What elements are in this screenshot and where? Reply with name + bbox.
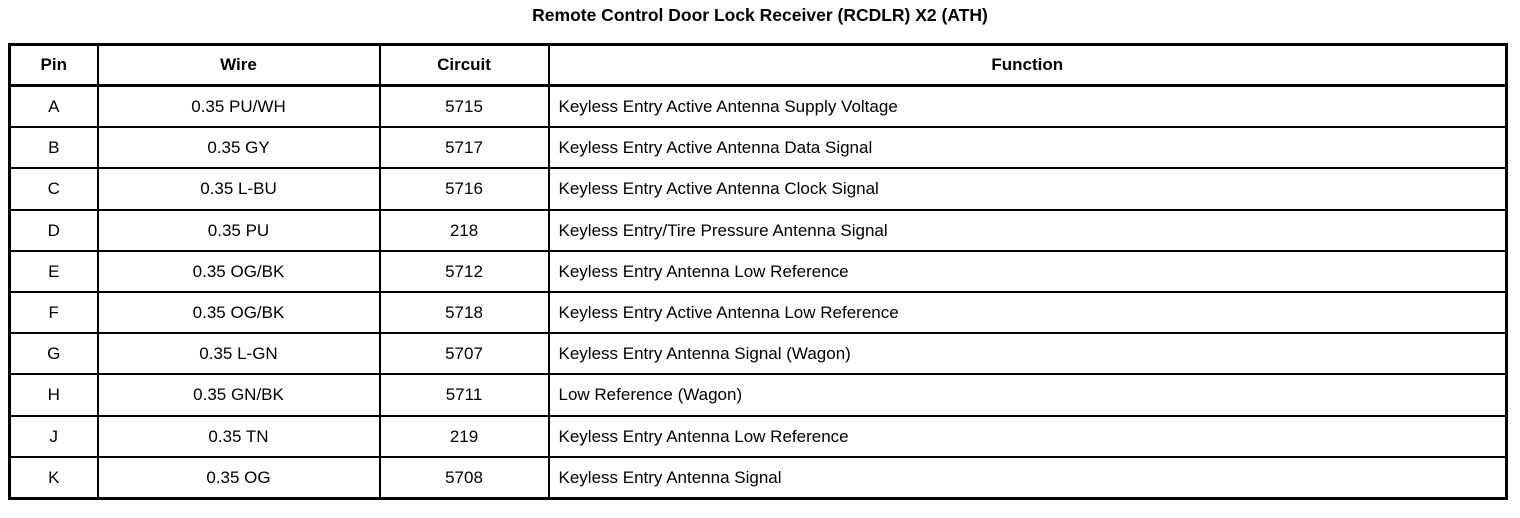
cell-pin: G: [9, 332, 99, 376]
cell-wire: 0.35 GN/BK: [96, 373, 381, 417]
cell-wire: 0.35 L-GN: [96, 332, 381, 376]
column-header-function: Function: [547, 43, 1507, 87]
pinout-table-container: Pin Wire Circuit Function A 0.35 PU/WH 5…: [8, 43, 1508, 501]
table-body: A 0.35 PU/WH 5715 Keyless Entry Active A…: [9, 85, 1507, 499]
cell-wire: 0.35 PU/WH: [96, 85, 381, 129]
cell-function: Keyless Entry Active Antenna Low Referen…: [547, 291, 1507, 335]
table-row: K 0.35 OG 5708 Keyless Entry Antenna Sig…: [9, 455, 1507, 499]
cell-function: Low Reference (Wagon): [547, 373, 1507, 417]
cell-function: Keyless Entry Active Antenna Clock Signa…: [547, 167, 1507, 211]
cell-pin: J: [9, 414, 99, 458]
table-row: E 0.35 OG/BK 5712 Keyless Entry Antenna …: [9, 249, 1507, 294]
table-header: Pin Wire Circuit Function: [9, 43, 1507, 87]
table-row: G 0.35 L-GN 5707 Keyless Entry Antenna S…: [9, 332, 1507, 376]
cell-circuit: 5715: [378, 85, 550, 129]
cell-circuit: 218: [378, 208, 550, 252]
cell-wire: 0.35 OG: [96, 455, 381, 499]
cell-wire: 0.35 L-BU: [96, 167, 381, 211]
cell-wire: 0.35 TN: [96, 414, 381, 458]
column-header-wire: Wire: [96, 43, 381, 87]
table-row: F 0.35 OG/BK 5718 Keyless Entry Active A…: [9, 291, 1507, 335]
cell-function: Keyless Entry Active Antenna Data Signal: [547, 126, 1507, 170]
cell-circuit: 5718: [378, 291, 550, 335]
cell-circuit: 5712: [378, 249, 550, 294]
cell-function: Keyless Entry Antenna Low Reference: [547, 249, 1507, 294]
cell-wire: 0.35 OG/BK: [96, 291, 381, 335]
table-header-row: Pin Wire Circuit Function: [9, 43, 1507, 87]
page-title: Remote Control Door Lock Receiver (RCDLR…: [532, 5, 988, 25]
table-row: D 0.35 PU 218 Keyless Entry/Tire Pressur…: [9, 208, 1507, 252]
cell-wire: 0.35 OG/BK: [96, 249, 381, 294]
cell-pin: E: [9, 249, 99, 294]
table-row: A 0.35 PU/WH 5715 Keyless Entry Active A…: [9, 85, 1507, 129]
cell-circuit: 5707: [378, 332, 550, 376]
cell-function: Keyless Entry Antenna Low Reference: [547, 414, 1507, 458]
cell-circuit: 5717: [378, 126, 550, 170]
cell-function: Keyless Entry Antenna Signal: [547, 455, 1507, 499]
table-row: J 0.35 TN 219 Keyless Entry Antenna Low …: [9, 414, 1507, 458]
table-row: B 0.35 GY 5717 Keyless Entry Active Ante…: [9, 126, 1507, 170]
table-row: H 0.35 GN/BK 5711 Low Reference (Wagon): [9, 373, 1507, 417]
cell-circuit: 5716: [378, 167, 550, 211]
cell-pin: K: [9, 455, 99, 499]
cell-pin: B: [9, 126, 99, 170]
cell-circuit: 219: [378, 414, 550, 458]
table-row: C 0.35 L-BU 5716 Keyless Entry Active An…: [9, 167, 1507, 211]
column-header-pin: Pin: [9, 43, 99, 87]
cell-pin: C: [9, 167, 99, 211]
cell-function: Keyless Entry Active Antenna Supply Volt…: [547, 85, 1507, 129]
pinout-table: Pin Wire Circuit Function A 0.35 PU/WH 5…: [8, 43, 1508, 501]
cell-circuit: 5711: [378, 373, 550, 417]
cell-function: Keyless Entry Antenna Signal (Wagon): [547, 332, 1507, 376]
cell-wire: 0.35 PU: [96, 208, 381, 252]
column-header-circuit: Circuit: [378, 43, 550, 87]
cell-function: Keyless Entry/Tire Pressure Antenna Sign…: [547, 208, 1507, 252]
cell-pin: F: [9, 291, 99, 335]
cell-circuit: 5708: [378, 455, 550, 499]
cell-pin: D: [9, 208, 99, 252]
cell-pin: A: [9, 85, 99, 129]
cell-pin: H: [9, 373, 99, 417]
cell-wire: 0.35 GY: [96, 126, 381, 170]
